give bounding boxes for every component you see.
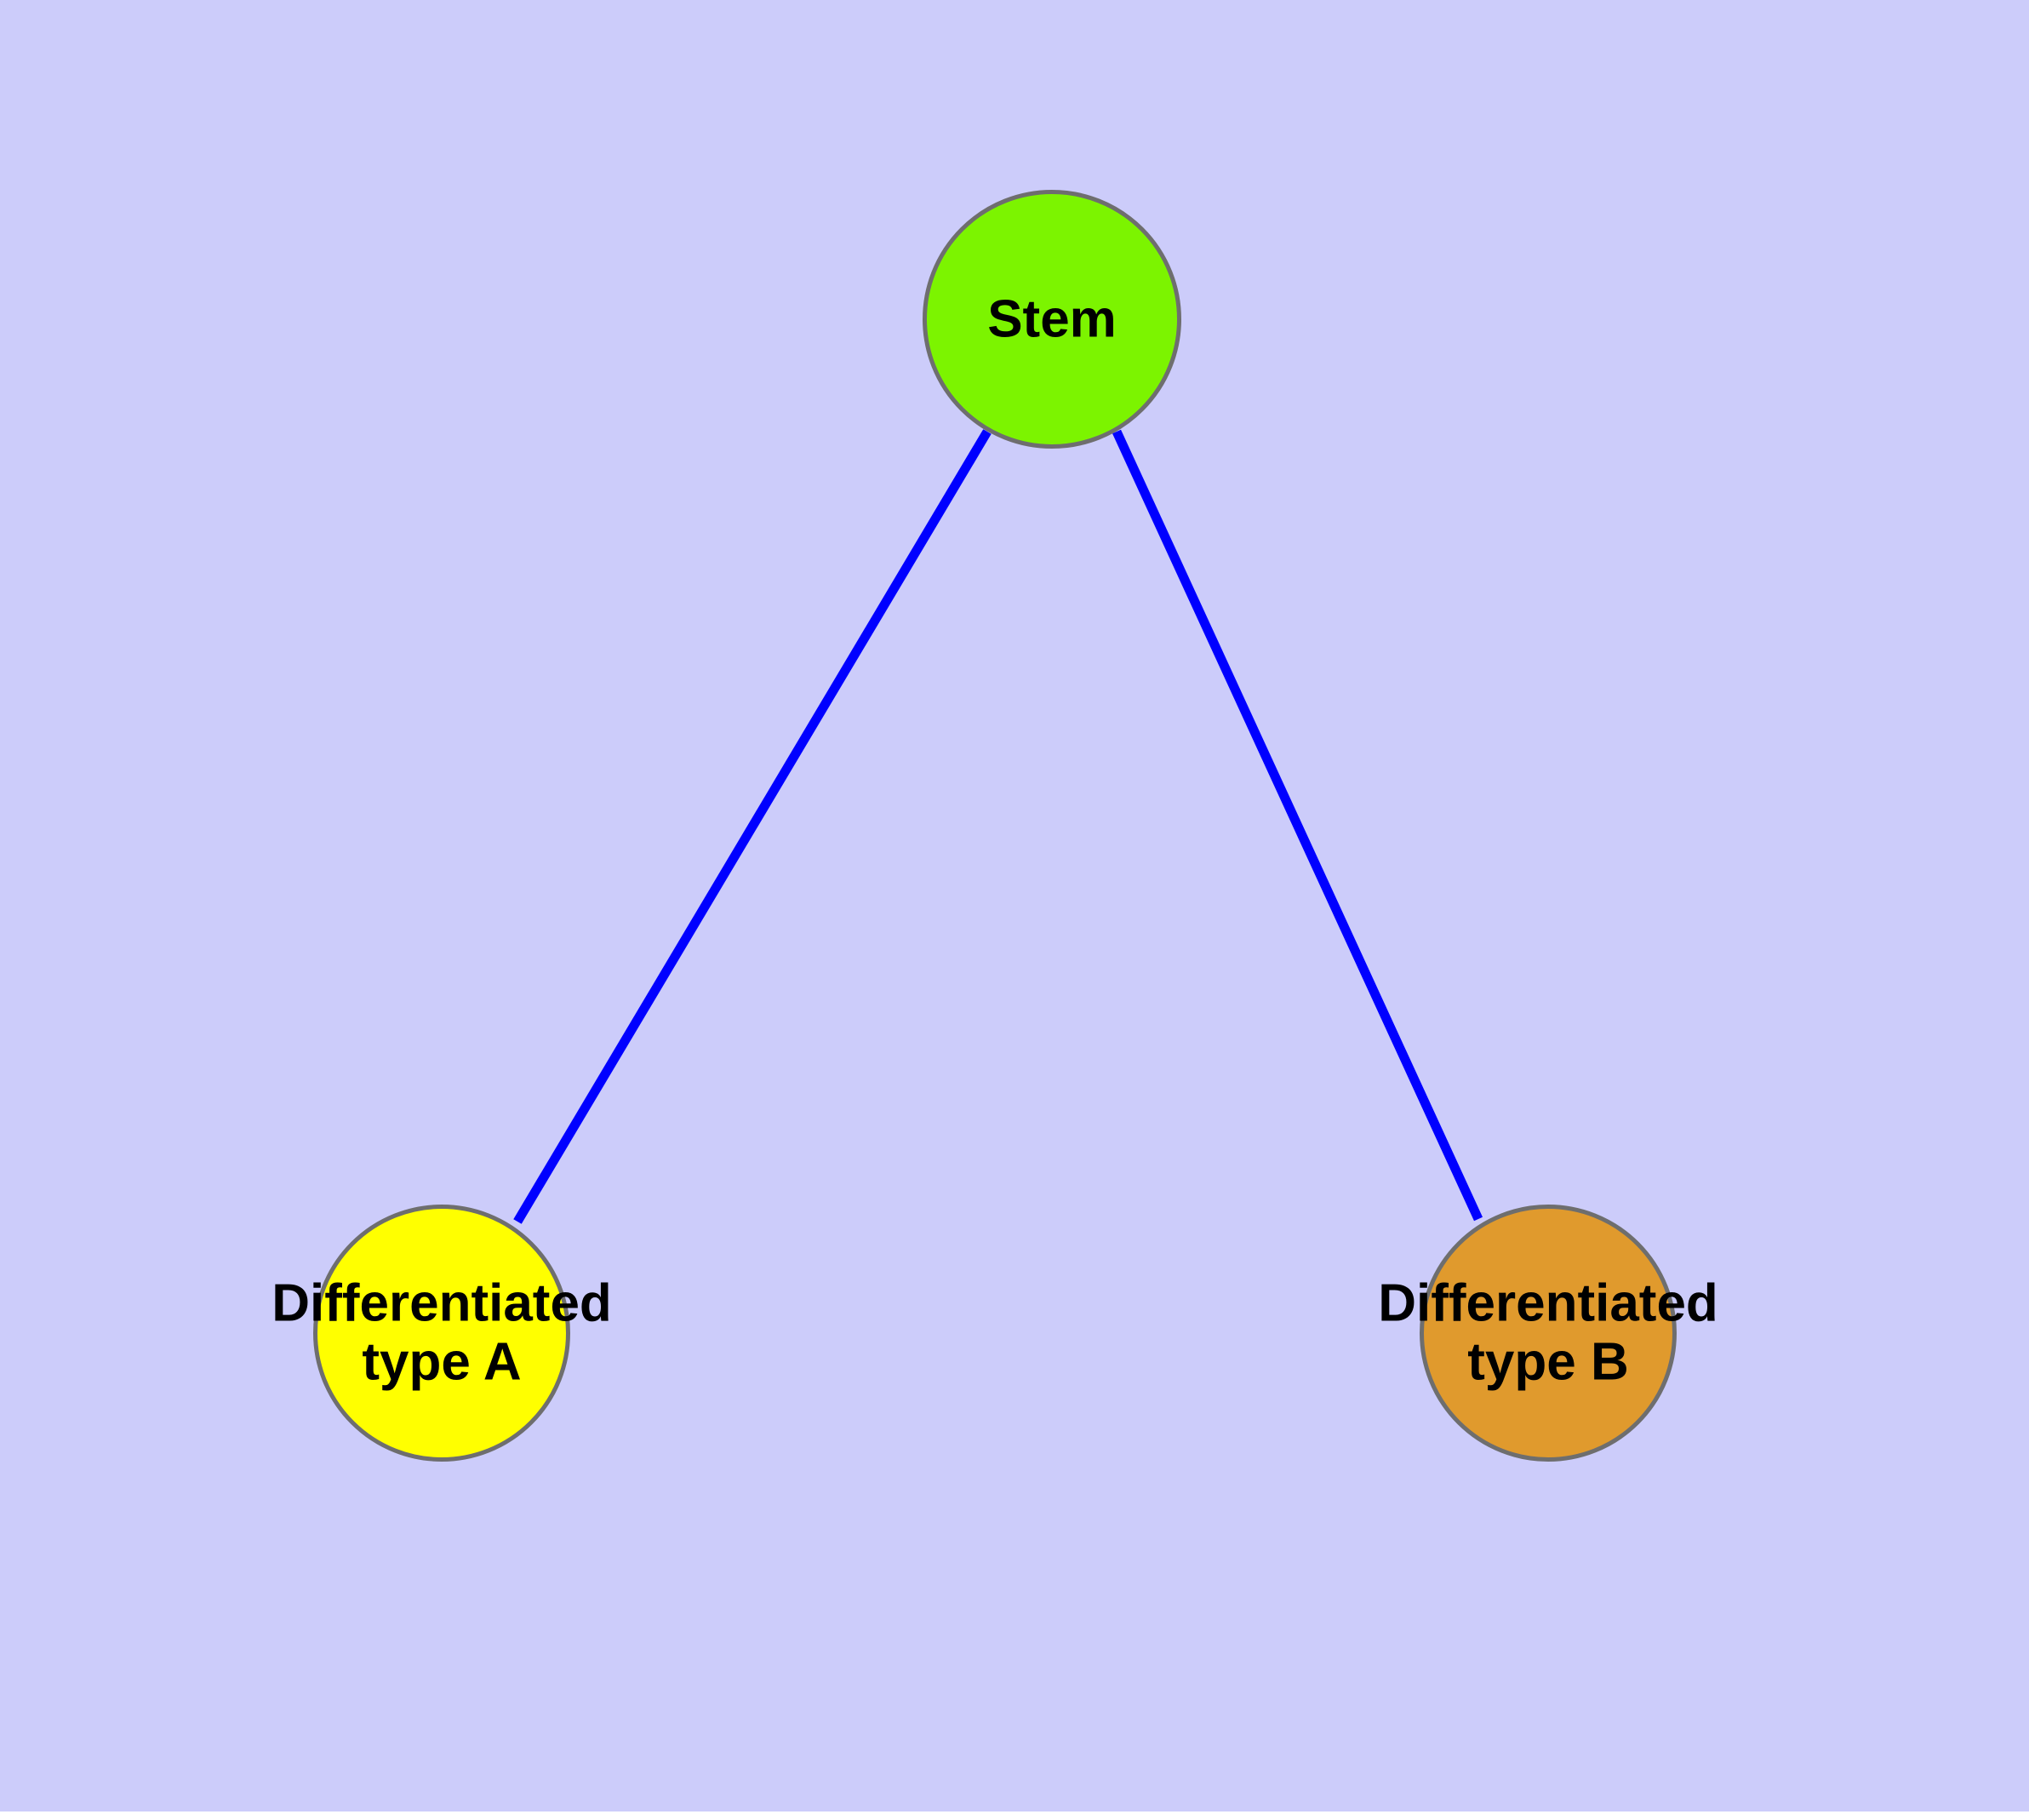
node-differentiated-type-b[interactable] (1420, 1205, 1677, 1462)
node-differentiated-type-a[interactable] (313, 1205, 570, 1462)
edge-stem-to-differentiated-type-a[interactable] (513, 429, 992, 1224)
edge-stem-to-differentiated-type-b[interactable] (1112, 429, 1483, 1222)
footer-strip (0, 1811, 2029, 1820)
node-stem[interactable] (923, 190, 1181, 449)
